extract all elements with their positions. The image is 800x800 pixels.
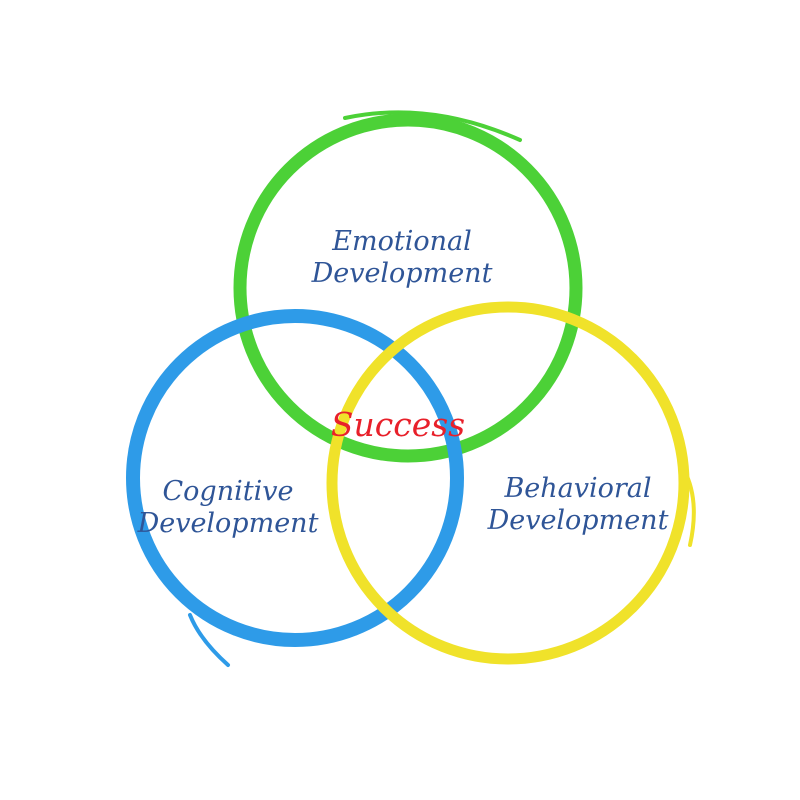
cognitive-label-line2: Development — [137, 508, 319, 539]
behavioral-ring — [326, 301, 690, 665]
emotional-label-line1: Emotional — [331, 226, 471, 257]
cognitive-circle — [126, 309, 464, 667]
behavioral-circle — [326, 301, 696, 665]
behavioral-label-line2: Development — [487, 505, 669, 536]
emotional-label-line2: Development — [311, 258, 493, 289]
behavioral-ring-tail — [682, 468, 696, 547]
cognitive-label-line1: Cognitive — [163, 476, 294, 507]
behavioral-label-line1: Behavioral — [503, 473, 651, 504]
emotional-ring-tail — [343, 110, 522, 142]
cognitive-ring — [126, 309, 464, 647]
cognitive-ring-tail — [188, 613, 230, 667]
emotional-ring — [233, 113, 583, 463]
center-label: Success — [331, 405, 465, 444]
emotional-circle — [233, 110, 583, 463]
